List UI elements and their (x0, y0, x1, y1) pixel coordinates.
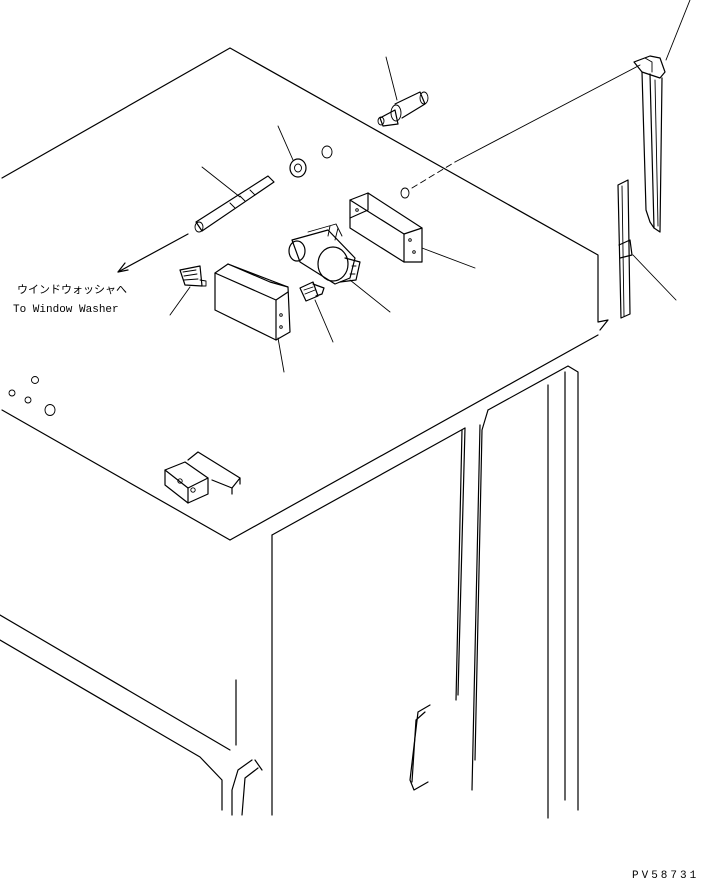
nozzle (169, 265, 207, 316)
drawing-code: PV58731 (632, 870, 699, 880)
motor-cover (214, 263, 291, 373)
roof-bracket (164, 451, 241, 504)
pivot-shaft (377, 56, 429, 127)
cab-roof (1, 47, 609, 541)
washer-label-jp: ウインドウォッシャへ (17, 283, 127, 296)
nut (277, 125, 333, 178)
wiper-blade (617, 179, 677, 319)
washer-label-en: To Window Washer (13, 304, 119, 316)
mounting-bracket (349, 192, 476, 269)
cab-body (0, 365, 579, 819)
bolt (299, 281, 334, 343)
washer-label: ウインドウォッシャへ To Window Washer (13, 283, 127, 316)
wiper-arm (633, 0, 691, 233)
roof-holes (8, 376, 56, 416)
wiper-motor (288, 223, 391, 313)
washer-hose (117, 166, 275, 273)
pivot-hole (400, 64, 641, 199)
